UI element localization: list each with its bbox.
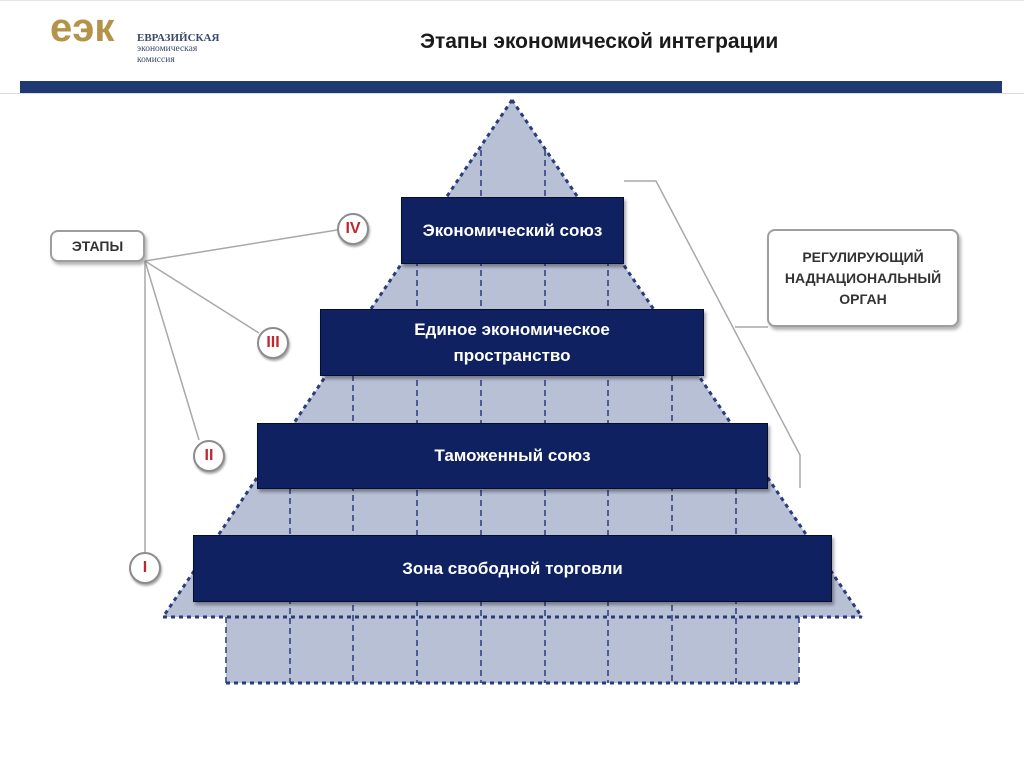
stage-label: Экономический союз: [422, 220, 603, 240]
header-divider: [0, 93, 1024, 94]
logo-text: ЕВРАЗИЙСКАЯ экономическая комиссия: [137, 33, 219, 66]
header-top-line: [0, 0, 1024, 1]
stage-label: Зона свободной торговли: [402, 558, 623, 578]
stage-box-economic-union: Экономический союз: [401, 197, 624, 264]
logo-line-1: ЕВРАЗИЙСКАЯ: [137, 32, 220, 44]
regulator-line-3: ОРГАН: [839, 290, 887, 307]
stage-box-free-trade-zone: Зона свободной торговли: [193, 535, 832, 602]
stage-numeral-iii: III: [257, 327, 289, 359]
page-title: Этапы экономической интеграции: [420, 30, 779, 53]
stages-label-box: ЭТАПЫ: [50, 230, 145, 262]
logo-mark: еэк: [50, 6, 115, 50]
logo-line-2: экономическая: [137, 44, 198, 54]
pyramid-base: [226, 617, 799, 683]
stage-label-line-2: пространство: [453, 345, 571, 365]
regulator-bracket-line: [624, 180, 801, 488]
stage-numeral-iv: IV: [337, 213, 369, 245]
stage-numeral-ii: II: [193, 440, 225, 472]
regulator-line-1: РЕГУЛИРУЮЩИЙ: [802, 248, 924, 265]
stage-label: Таможенный союз: [434, 446, 591, 465]
regulator-box: РЕГУЛИРУЮЩИЙ НАДНАЦИОНАЛЬНЫЙ ОРГАН: [767, 229, 959, 327]
logo-line-3: комиссия: [137, 55, 175, 65]
stages-label: ЭТАПЫ: [71, 238, 124, 254]
stage-label-line-1: Единое экономическое: [414, 319, 610, 339]
header-accent-bar: [20, 81, 1002, 93]
stage-connector-lines: [144, 229, 338, 552]
stage-numeral-i: I: [129, 552, 161, 584]
stage-box-customs-union: Таможенный союз: [257, 423, 768, 489]
regulator-line-2: НАДНАЦИОНАЛЬНЫЙ: [784, 269, 942, 286]
stage-box-common-economic-space: Единое экономическое пространство: [320, 309, 704, 376]
